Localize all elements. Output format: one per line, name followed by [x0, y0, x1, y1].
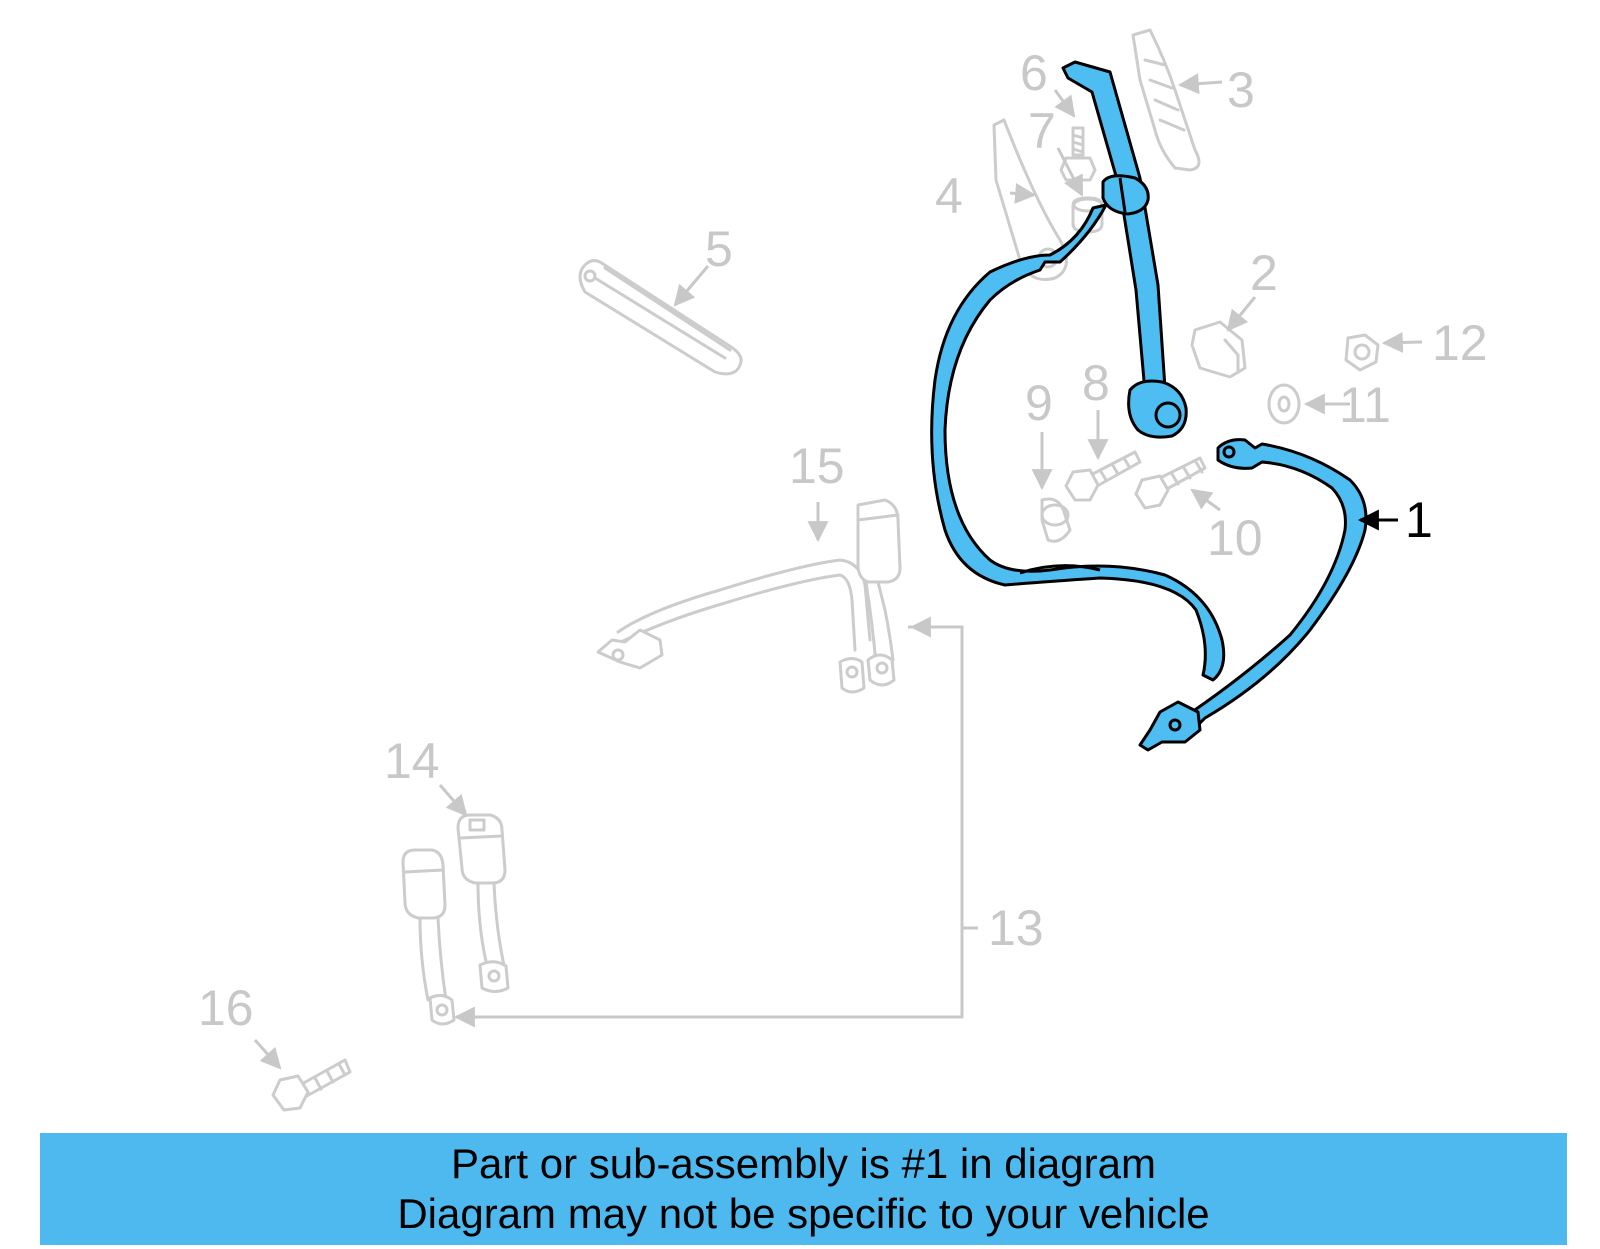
callout-7: 7 [1028, 103, 1056, 159]
part-9-cap [1040, 497, 1072, 543]
part-8-bolt [1064, 450, 1142, 502]
part-16-bolt [271, 1058, 352, 1112]
callout-3: 3 [1227, 62, 1255, 118]
callout-6: 6 [1020, 45, 1048, 101]
callout-14: 14 [384, 733, 440, 789]
part-7-bolt [1059, 126, 1097, 182]
callout-2: 2 [1250, 245, 1278, 301]
part-14-buckle-right [456, 813, 510, 993]
callout-8: 8 [1082, 355, 1110, 411]
part-14-buckle-left [401, 848, 456, 1026]
callout-10: 10 [1207, 510, 1263, 566]
callout-12: 12 [1432, 315, 1488, 371]
disclaimer-banner: Part or sub-assembly is #1 in diagram Di… [40, 1133, 1567, 1245]
callout-13: 13 [988, 900, 1044, 956]
callout-16: 16 [198, 980, 254, 1036]
part-11-washer [1267, 383, 1301, 425]
banner-line-1: Part or sub-assembly is #1 in diagram [451, 1140, 1156, 1187]
leader-lines [253, 73, 1423, 1070]
part-2-cover-cap [1190, 320, 1247, 379]
callout-9: 9 [1025, 375, 1053, 431]
callout-4: 4 [935, 168, 963, 224]
part-5-grab-handle [578, 259, 743, 376]
callout-15: 15 [789, 438, 845, 494]
part-10-bolt [1134, 456, 1207, 510]
banner-line-2: Diagram may not be specific to your vehi… [397, 1190, 1210, 1237]
part-12-nut [1344, 333, 1380, 372]
part-1-seat-belt [930, 60, 1368, 752]
part-3-trim-cover [1131, 28, 1201, 172]
part-15-rear-belt [596, 498, 902, 694]
callout-5: 5 [705, 221, 733, 277]
callout-11: 11 [1339, 377, 1391, 433]
callout-1: 1 [1405, 492, 1433, 548]
